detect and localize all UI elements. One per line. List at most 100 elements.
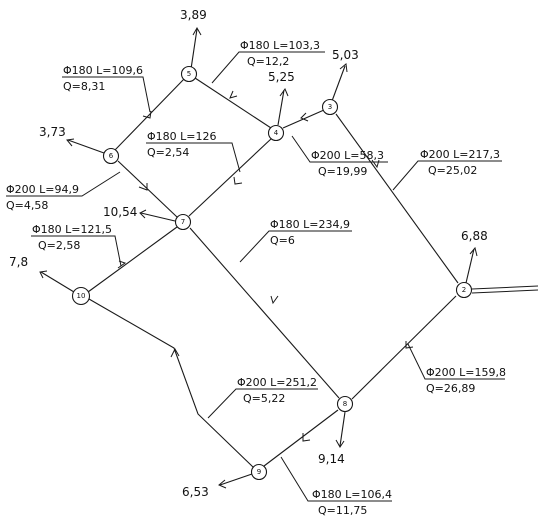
flow-arrow-3-4: [300, 112, 309, 122]
flow-arrow-8-9: [302, 433, 311, 442]
node-4: 4: [267, 124, 285, 142]
flow-arrow-7-10: [117, 260, 127, 269]
source-line-bottom: [471, 289, 538, 294]
pipe-spec: Φ200 L=159,8: [426, 366, 506, 379]
leader-pipe-3-4: [291, 135, 388, 163]
pipe-label-7-10: Φ180 L=121,5 Q=2,58: [32, 223, 112, 252]
leader-pipe-8-7: [239, 230, 352, 263]
pipe-2-3: [335, 113, 459, 284]
leader-pipe-5-4: [211, 51, 325, 84]
flow-arrow-2-8: [405, 341, 414, 349]
demand-value-3: 5,03: [332, 48, 359, 62]
pipe-7-10: [87, 226, 178, 293]
node-number: 8: [343, 400, 347, 408]
demand-arrow-6: [66, 138, 105, 154]
pipe-9-10: [88, 298, 254, 468]
node-2: 2: [455, 281, 473, 299]
pipe-flow: Q=25,02: [428, 164, 477, 177]
demand-value-7: 10,54: [103, 205, 137, 219]
pipe-spec: Φ200 L=217,3: [420, 148, 500, 161]
demand-value-5: 3,89: [180, 8, 207, 22]
leader-pipe-4-7: [146, 142, 241, 173]
flow-arrow-6-7: [138, 183, 148, 191]
node-number: 2: [462, 286, 466, 294]
pipe-spec: Φ180 L=103,3: [240, 39, 320, 52]
node-9: 9: [250, 463, 268, 481]
pipe-label-2-8: Φ200 L=159,8 Q=26,89: [426, 366, 506, 395]
demand-arrow-7: [139, 209, 176, 222]
node-number: 7: [181, 218, 185, 226]
node-6: 6: [102, 147, 120, 165]
pipe-flow: Q=19,99: [318, 165, 367, 178]
node-number: 10: [77, 292, 86, 300]
leader-pipe-6-5: [62, 76, 151, 113]
pipe-8-9: [263, 409, 339, 467]
pipe-label-2-3: Φ200 L=217,3 Q=25,02: [420, 148, 500, 177]
pipe-5-4: [194, 77, 272, 129]
flow-arrow-4-7: [233, 176, 243, 185]
pipe-spec: Φ180 L=234,9: [270, 218, 350, 231]
flow-arrow-4-5: [229, 90, 238, 99]
demand-value-2: 6,88: [461, 229, 488, 243]
node-5: 5: [180, 65, 198, 83]
pipe-8-7: [189, 227, 340, 399]
pipe-label-6-7: Φ200 L=94,9 Q=4,58: [6, 183, 79, 212]
pipe-label-8-7: Φ180 L=234,9 Q=6: [270, 218, 350, 247]
pipe-spec: Φ200 L=58,3: [311, 149, 384, 162]
pipe-label-5-4: Φ180 L=103,3 Q=12,2: [240, 39, 320, 68]
pipe-spec: Φ200 L=251,2: [237, 376, 317, 389]
node-10: 10: [71, 286, 91, 306]
leader-pipe-7-10: [31, 235, 122, 267]
leader-pipe-2-8: [407, 343, 505, 380]
leader-pipe-6-7: [6, 171, 121, 197]
flow-arrow-9-10: [170, 347, 180, 358]
pipe-flow: Q=5,22: [243, 392, 285, 405]
node-7: 7: [174, 213, 192, 231]
leader-pipe-2-3: [392, 160, 502, 191]
pipe-flow: Q=2,54: [147, 146, 189, 159]
pipe-label-4-7: Φ180 L=126 Q=2,54: [147, 130, 217, 159]
pipe-flow: Q=11,75: [318, 504, 367, 517]
demand-value-6: 3,73: [39, 125, 66, 139]
node-number: 9: [257, 468, 261, 476]
pipe-2-8: [351, 295, 457, 400]
pipe-4-7: [188, 137, 273, 217]
demand-value-4: 5,25: [268, 70, 295, 84]
flow-arrow-8-7: [270, 295, 279, 305]
demand-value-8: 9,14: [318, 452, 345, 466]
node-number: 4: [274, 129, 279, 137]
pipe-spec: Φ200 L=94,9: [6, 183, 79, 196]
demand-arrow-4: [277, 87, 289, 126]
pipe-label-9-10: Φ200 L=251,2 Q=5,22: [237, 376, 317, 405]
node-3: 3: [321, 98, 339, 116]
demand-arrow-10: [39, 270, 75, 293]
leader-pipe-8-9: [280, 456, 392, 502]
pipe-flow: Q=12,2: [247, 55, 289, 68]
demand-arrow-9: [218, 473, 253, 489]
node-number: 6: [109, 152, 114, 160]
demand-arrow-3: [331, 63, 348, 102]
pipe-spec: Φ180 L=126: [147, 130, 217, 143]
node-8: 8: [336, 395, 354, 413]
leader-pipe-9-10: [207, 388, 318, 419]
demand-arrow-5: [190, 26, 202, 70]
pipe-spec: Φ180 L=106,4: [312, 488, 392, 501]
source-line-top: [471, 285, 538, 290]
demand-value-9: 6,53: [182, 485, 209, 499]
pipe-flow: Q=8,31: [63, 80, 105, 93]
flow-arrow-6-5: [142, 110, 152, 119]
pipe-label-6-5: Φ180 L=109,6 Q=8,31: [63, 64, 143, 93]
node-number: 5: [187, 70, 191, 78]
pipe-label-8-9: Φ180 L=106,4 Q=11,75: [312, 488, 392, 517]
pipe-flow: Q=26,89: [426, 382, 475, 395]
pipe-flow: Q=4,58: [6, 199, 48, 212]
pipe-spec: Φ180 L=109,6: [63, 64, 143, 77]
pipe-spec: Φ180 L=121,5: [32, 223, 112, 236]
pipe-flow: Q=6: [270, 234, 295, 247]
demand-arrow-2: [465, 246, 478, 284]
pipe-6-5: [114, 77, 186, 151]
node-number: 3: [328, 103, 332, 111]
pipe-label-3-4: Φ200 L=58,3 Q=19,99: [311, 149, 384, 178]
